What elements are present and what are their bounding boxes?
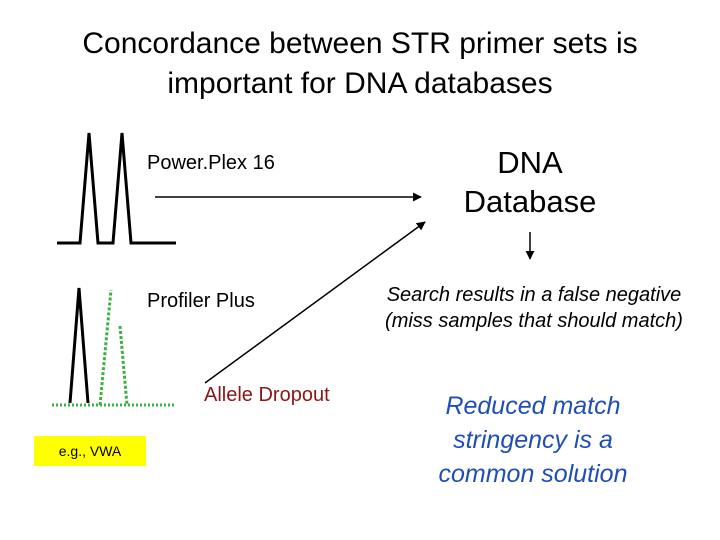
slide-title: Concordance between STR primer sets is i… [0, 24, 720, 104]
solution-line-3: common solution [438, 460, 628, 488]
search-result-text: Search results in a false negative (miss… [385, 284, 683, 332]
profiler-label: Profiler Plus [147, 290, 255, 312]
database-label: DNA Database [440, 143, 620, 221]
profiler-peak-black [68, 287, 90, 404]
solution-line-1: Reduced match [445, 392, 621, 420]
title-line-1: Concordance between STR primer sets is [82, 27, 638, 60]
powerplex-peaks-trace [57, 132, 176, 245]
profiler-to-database-arrow [204, 221, 426, 384]
solution-line-2: stringency is a [453, 426, 613, 454]
powerplex-label: Power.Plex 16 [147, 152, 275, 174]
database-line-1: DNA [497, 145, 563, 180]
profiler-peak-green-left [98, 289, 113, 406]
solution-text: Reduced match stringency is a common sol… [420, 389, 646, 491]
example-badge: e.g., VWA [34, 436, 146, 466]
title-line-2: important for DNA databases [167, 67, 553, 100]
profiler-peak-green-right [118, 325, 129, 406]
allele-dropout-label: Allele Dropout [204, 384, 330, 406]
database-line-2: Database [463, 184, 597, 219]
